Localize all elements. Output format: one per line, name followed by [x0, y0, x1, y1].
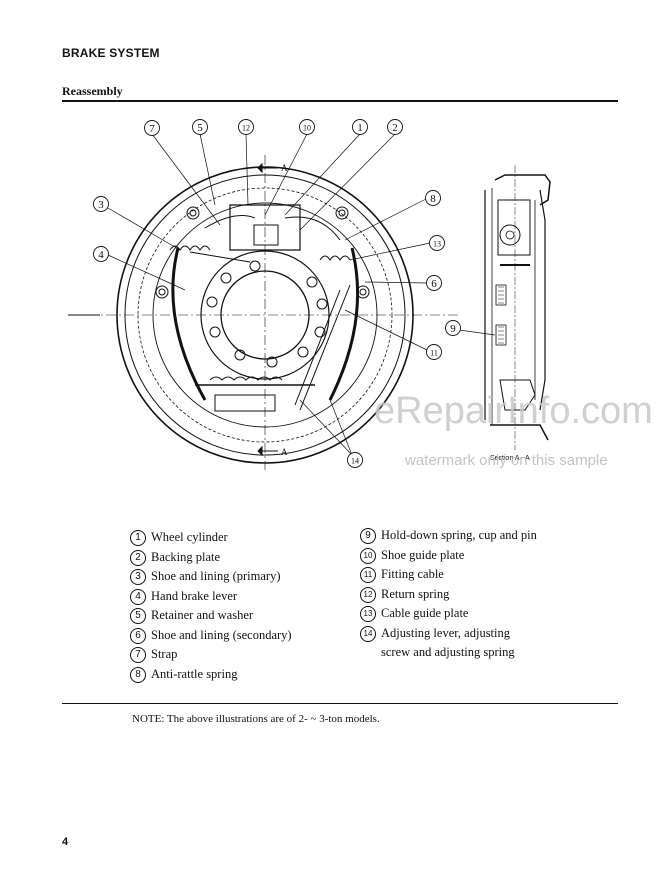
- page-number: 4: [62, 836, 69, 848]
- legend-number: 3: [130, 569, 146, 585]
- section-markers: A A: [257, 162, 288, 457]
- legend-text: Fitting cable: [381, 567, 444, 581]
- legend-item: 5 Retainer and washer: [130, 606, 345, 626]
- legend-item: 10 Shoe guide plate: [360, 546, 540, 566]
- legend-item: 6 Shoe and lining (secondary): [130, 626, 345, 646]
- legend-text: Anti-rattle spring: [151, 666, 238, 681]
- legend-item: 12 Return spring: [360, 585, 540, 605]
- legend-number: 6: [130, 627, 146, 644]
- callout-8: 8: [430, 193, 436, 205]
- section-a-a-view: [484, 165, 551, 450]
- callout-5: 5: [197, 122, 203, 134]
- callout-4: 4: [98, 249, 104, 261]
- legend-text: Shoe and lining (primary): [151, 569, 281, 583]
- callout-14: 14: [351, 457, 359, 466]
- legend-text: Strap: [151, 647, 178, 661]
- legend-text: Cable guide plate: [381, 606, 469, 620]
- legend-item: 1 Wheel cylinder: [130, 528, 345, 548]
- callout-2: 2: [392, 122, 398, 134]
- section-mark-bottom: A: [281, 447, 288, 457]
- centerlines: [68, 155, 460, 470]
- callout-3: 3: [98, 199, 104, 211]
- note-rule: [62, 703, 618, 704]
- legend-item: 9 Hold-down spring, cup and pin: [360, 526, 540, 546]
- legend-number: 9: [360, 528, 376, 544]
- callout-13: 13: [433, 240, 441, 249]
- callout-circles: 7 5 12 10 1 2 3 4 8 13 6 9 11 14: [93, 119, 461, 468]
- parts-legend-right: 9 Hold-down spring, cup and pin 10 Shoe gu…: [360, 526, 540, 663]
- legend-text: Hold-down spring, cup and pin: [381, 528, 537, 542]
- legend-item: 3 Shoe and lining (primary): [130, 567, 345, 587]
- legend-text: Return spring: [381, 586, 450, 601]
- callout-7: 7: [149, 123, 155, 135]
- footnote: NOTE: The above illustrations are of 2- …: [132, 713, 380, 725]
- callout-9: 9: [450, 323, 456, 335]
- legend-text: Shoe guide plate: [381, 547, 465, 562]
- legend-item: 8 Anti-rattle spring: [130, 665, 345, 685]
- legend-item: 7 Strap: [130, 645, 345, 665]
- callout-6: 6: [431, 278, 437, 290]
- section-view-label: Section A - A: [490, 455, 530, 462]
- subsection-heading: Reassembly: [62, 84, 123, 98]
- section-heading: BRAKE SYSTEM: [62, 46, 160, 60]
- legend-number: 13: [360, 606, 376, 622]
- legend-number: 2: [130, 549, 146, 566]
- legend-number: 4: [130, 588, 146, 605]
- legend-text: Adjusting lever, adjusting screw and adj…: [381, 625, 515, 660]
- legend-item: 13 Cable guide plate: [360, 604, 540, 624]
- legend-number: 7: [130, 647, 146, 663]
- legend-number: 5: [130, 608, 146, 624]
- legend-number: 14: [360, 625, 376, 642]
- callout-12: 12: [242, 124, 250, 133]
- watermark-notice: watermark only on this sample: [405, 452, 608, 469]
- legend-text: Shoe and lining (secondary): [151, 627, 292, 642]
- callout-11: 11: [430, 349, 438, 358]
- legend-item: 4 Hand brake lever: [130, 587, 345, 607]
- legend-item: 14 Adjusting lever, adjusting screw and a…: [360, 624, 540, 663]
- brake-assembly-illustration: A A 7 5 12 10 1 2 3 4 8 13 6 9 11 14: [68, 119, 551, 470]
- callout-10: 10: [303, 124, 311, 133]
- watermark-logo: eRepairInfo.com: [374, 390, 653, 432]
- legend-number: 11: [360, 567, 376, 583]
- legend-number: 8: [130, 666, 146, 683]
- legend-number: 10: [360, 547, 376, 564]
- legend-text: Wheel cylinder: [151, 530, 228, 544]
- legend-item: 11 Fitting cable: [360, 565, 540, 585]
- legend-text: Hand brake lever: [151, 588, 238, 603]
- heading-rule: [62, 100, 618, 102]
- legend-number: 12: [360, 586, 376, 603]
- callout-1: 1: [357, 122, 363, 134]
- legend-text: Backing plate: [151, 549, 221, 564]
- legend-item: 2 Backing plate: [130, 548, 345, 568]
- legend-number: 1: [130, 530, 146, 546]
- legend-text: Retainer and washer: [151, 608, 254, 622]
- section-mark-top: A: [281, 163, 288, 173]
